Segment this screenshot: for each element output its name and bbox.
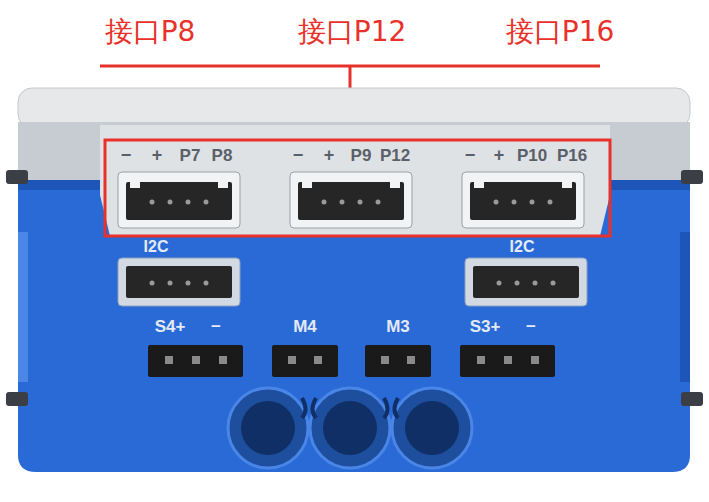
pin-name: S3+	[470, 318, 501, 337]
pin-name: −	[211, 318, 221, 337]
pin-name: +	[494, 146, 505, 166]
i2c-connector	[465, 258, 587, 306]
pin-name: P10	[517, 147, 547, 166]
port-name: I2C	[510, 238, 535, 256]
pin-header	[365, 345, 431, 377]
pin-name: P9	[351, 147, 372, 166]
pin-name: P16	[557, 147, 587, 166]
mount-hole	[392, 388, 472, 468]
pin-header	[460, 345, 555, 377]
hole-notch	[302, 398, 398, 418]
mount-hole	[310, 388, 390, 468]
port-connector	[462, 172, 584, 228]
side-gap	[6, 392, 28, 406]
callout-title: 接口P8	[105, 17, 196, 48]
i2c-connector	[118, 258, 240, 306]
pin-name: P7	[180, 147, 201, 166]
pin-name: P12	[380, 147, 410, 166]
side-gap	[6, 170, 28, 184]
highlight-box	[105, 140, 610, 236]
side-highlight	[18, 232, 28, 382]
port-connector	[118, 172, 240, 228]
pin-name: +	[324, 146, 335, 166]
pin-name: −	[465, 146, 476, 166]
port-face	[100, 125, 610, 236]
pin-name: M3	[386, 318, 410, 337]
side-gap	[681, 392, 703, 406]
side-shade	[680, 232, 690, 382]
pin-name: −	[293, 146, 304, 166]
side-gap	[681, 170, 703, 184]
pin-header	[272, 345, 338, 377]
port-connector	[290, 172, 412, 228]
pin-name: −	[121, 146, 132, 166]
pin-name: −	[526, 318, 536, 337]
pin-name: P8	[212, 147, 233, 166]
pin-name: +	[152, 146, 163, 166]
port-name: I2C	[144, 238, 169, 256]
pin-name: M4	[293, 318, 317, 337]
callout-title: 接口P12	[298, 17, 407, 48]
pin-header	[148, 345, 243, 377]
callout-title: 接口P16	[506, 17, 615, 48]
mount-hole	[228, 388, 308, 468]
pin-name: S4+	[155, 318, 186, 337]
